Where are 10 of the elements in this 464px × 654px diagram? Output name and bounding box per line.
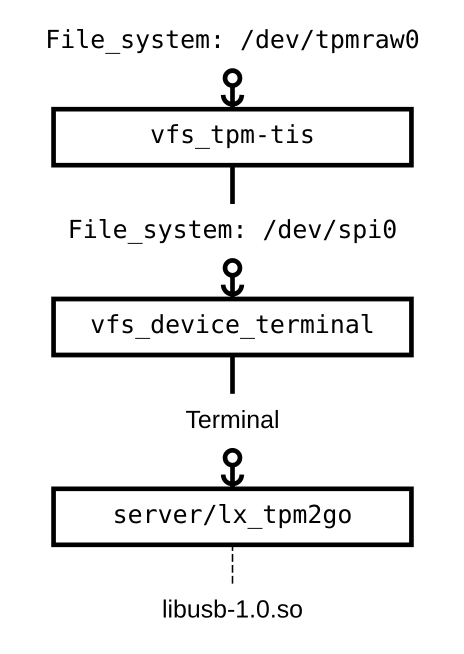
connector — [231, 545, 233, 584]
node-text: libusb-1.0.so — [161, 596, 303, 624]
node-text: File_system: /dev/tpmraw0 — [44, 25, 420, 54]
node-box: server/lx_tpm2go — [50, 486, 414, 548]
node-text: File_system: /dev/spi0 — [67, 215, 397, 244]
node-box: vfs_tpm-tis — [50, 106, 414, 168]
node-text: Terminal — [185, 406, 279, 434]
node-box: vfs_device_terminal — [50, 296, 414, 358]
connector — [230, 166, 234, 204]
connector — [230, 355, 234, 394]
